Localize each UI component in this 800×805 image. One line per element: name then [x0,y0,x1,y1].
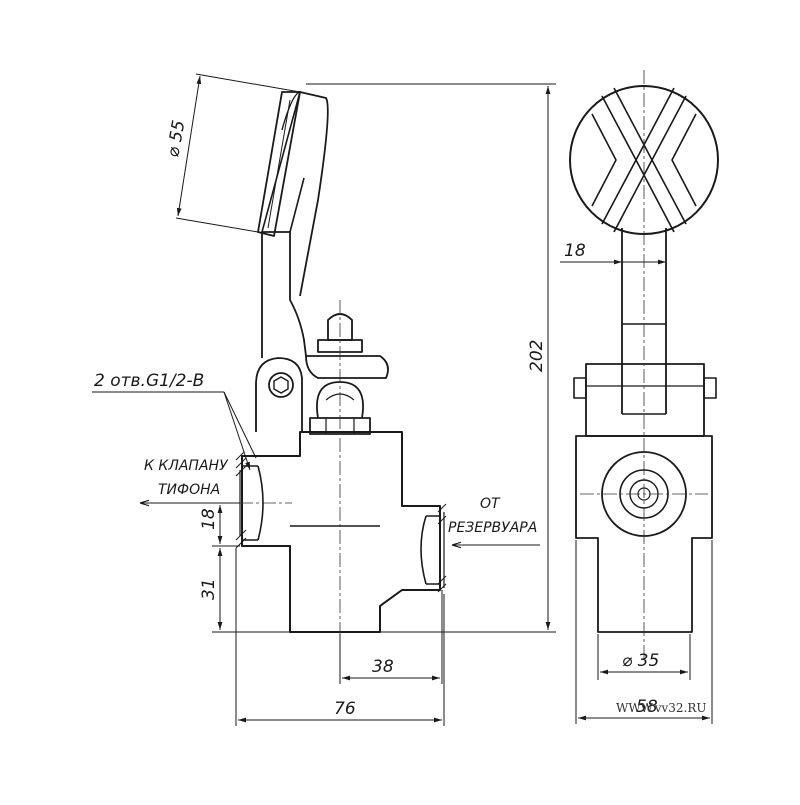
cam-lever [305,355,389,379]
dimension-lines [92,73,713,726]
dim-center-38: 38 [372,657,394,677]
front-body [575,435,713,633]
valve-body-outline [241,431,441,633]
side-view-centerlines [216,300,341,680]
top-nut [309,417,371,435]
dim-handle-diameter: ⌀ 55 [163,119,189,159]
handle-lattice [591,87,697,233]
dim-side-18: 18 [199,508,219,530]
top-bracket [585,363,705,437]
watermark: WWW.vv32.RU [616,701,707,715]
top-stud [327,313,353,341]
lever-arm [261,231,307,358]
handle-grip [299,91,329,297]
note-to-valve-2: ТИФОНА [158,482,220,498]
note-to-valve-1: К КЛАПАНУ [144,458,229,474]
dim-side-31: 31 [199,578,219,600]
dim-width-76: 76 [334,699,356,719]
pivot-bolt [268,372,294,398]
note-from-1: ОТ [480,496,501,512]
dim-stem-width: 18 [564,241,586,261]
dim-overall-height: 202 [527,340,547,372]
right-port-hatch [437,503,447,593]
dim-width-58: 58 [636,697,658,717]
pivot-plate [255,357,303,432]
handle-disk-edge [257,91,301,237]
front-view-centerlines [580,70,708,660]
note-from-2: РЕЗЕРВУАРА [448,520,537,536]
side-view [235,91,447,633]
note-thread-holes: 2 отв.G1/2-В [94,371,204,391]
dim-bore-diameter: ⌀ 35 [622,651,659,671]
right-port [420,506,441,590]
